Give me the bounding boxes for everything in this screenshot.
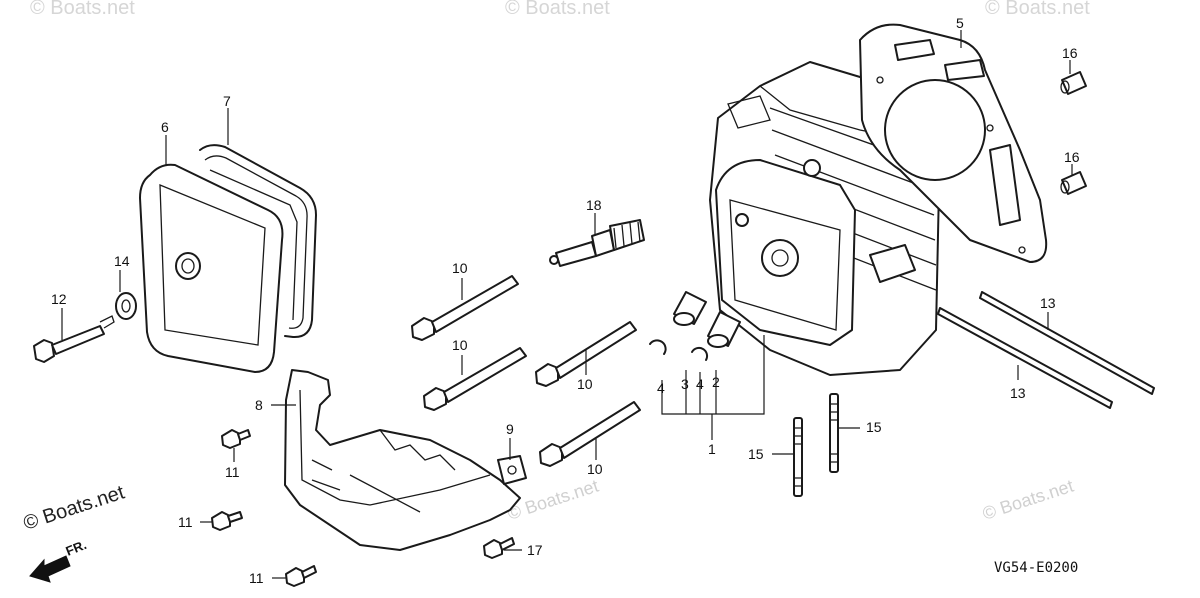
callout-9: 9 (506, 421, 514, 437)
callout-14: 14 (114, 253, 130, 269)
small-bracket (497, 455, 527, 485)
bolt-10-a (411, 275, 519, 341)
washer (115, 292, 137, 320)
callout-4-right: 4 (696, 376, 704, 392)
callout-10-c: 10 (577, 376, 593, 392)
callout-4-left: 4 (657, 380, 665, 396)
bolts-11 (211, 429, 317, 587)
callout-13-top: 13 (1040, 295, 1056, 311)
front-direction-arrow: FR. (29, 537, 89, 583)
spark-plug (549, 219, 645, 267)
callout-7: 7 (223, 93, 231, 109)
callout-6: 6 (161, 119, 169, 135)
callout-11-c: 11 (249, 570, 264, 586)
callout-3: 3 (681, 376, 689, 392)
callout-10-d: 10 (587, 461, 603, 477)
cylinder-head (709, 61, 941, 376)
callout-10-b: 10 (452, 337, 468, 353)
drawing-code: VG54-E0200 (994, 560, 1078, 576)
callout-17: 17 (527, 542, 543, 558)
watermark-bottom-right: © Boats.net (980, 476, 1076, 524)
bracket (284, 369, 521, 551)
callout-1: 1 (708, 441, 716, 457)
head-gasket (859, 23, 1048, 263)
bolt-10-b (423, 347, 527, 411)
short-studs (793, 393, 839, 497)
callout-15-left: 15 (748, 446, 764, 462)
callout-10-a: 10 (452, 260, 468, 276)
dowel-pins (1060, 71, 1087, 195)
brand-watermark: © Boats.net (21, 481, 128, 534)
callouts: 7 6 14 12 5 16 16 18 10 10 10 10 8 9 11 … (51, 15, 1080, 586)
watermark-top-center: © Boats.net (505, 0, 610, 19)
head-cover (139, 163, 284, 373)
callout-11-a: 11 (225, 464, 240, 480)
bolts-10 (411, 275, 641, 467)
callout-16-bottom: 16 (1064, 149, 1080, 165)
bolt-10-d (539, 401, 641, 467)
bolt-17 (483, 537, 515, 559)
callout-2: 2 (712, 374, 720, 390)
callout-18: 18 (586, 197, 602, 213)
long-studs (937, 291, 1155, 409)
callout-13-bottom: 13 (1010, 385, 1026, 401)
bolt-11-b (211, 511, 243, 531)
callout-16-top: 16 (1062, 45, 1078, 61)
head-cover-gasket (199, 144, 317, 339)
bolt-11-a (221, 429, 251, 449)
watermark-top-left: © Boats.net (30, 0, 135, 19)
valve-seals (649, 291, 741, 361)
cover-bolt (33, 315, 115, 363)
watermark-top-right: © Boats.net (985, 0, 1090, 19)
callout-8: 8 (255, 397, 263, 413)
bolt-10-c (535, 321, 637, 387)
callout-12: 12 (51, 291, 67, 307)
callout-5: 5 (956, 15, 964, 31)
bolt-11-c (285, 565, 317, 587)
front-direction-label: FR. (64, 537, 89, 559)
callout-15-right: 15 (866, 419, 882, 435)
callout-11-b: 11 (178, 514, 193, 530)
leader-lines (61, 30, 1073, 579)
